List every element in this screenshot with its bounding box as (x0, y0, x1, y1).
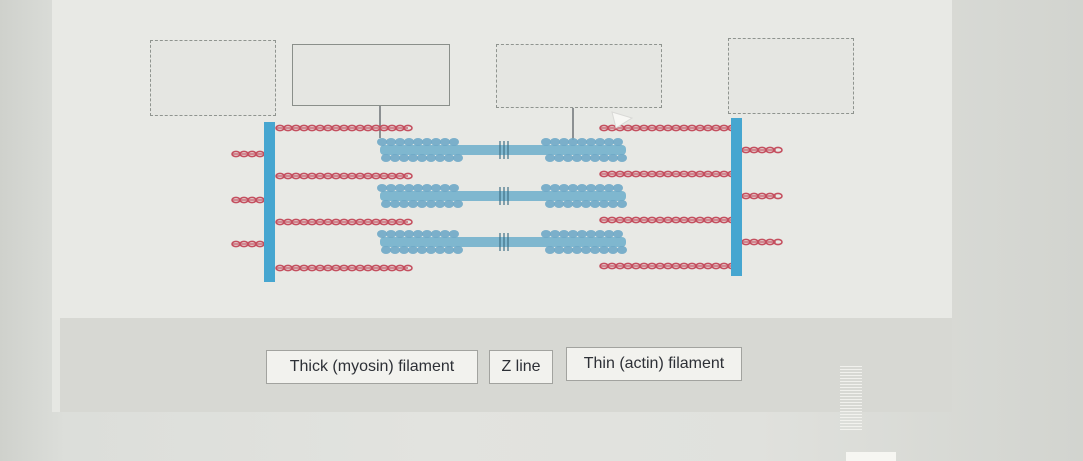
thin-filament-right-2 (599, 170, 737, 178)
thin-filament-right-3 (599, 216, 737, 224)
drop-target-3[interactable] (496, 44, 662, 108)
thin-filament-left-4 (275, 264, 413, 272)
drop-target-2[interactable] (292, 44, 450, 106)
label-chip-thin-filament[interactable]: Thin (actin) filament (566, 347, 742, 381)
thick-filaments (377, 138, 627, 254)
thin-filament-left-1 (275, 124, 413, 132)
thick-filament-3 (377, 230, 627, 254)
thin-filament-right-1 (599, 124, 737, 132)
drop-target-4[interactable] (728, 38, 854, 114)
thin-stub-right-3 (741, 238, 783, 246)
z-line-right (731, 118, 742, 276)
label-chip-z-line[interactable]: Z line (489, 350, 553, 384)
thick-filament-2 (377, 184, 627, 208)
thin-filament-right-4 (599, 262, 737, 270)
thick-filament-1 (377, 138, 627, 162)
ruler-decoration (840, 366, 862, 430)
drop-target-1[interactable] (150, 40, 276, 116)
thin-stub-right-2 (741, 192, 783, 200)
thin-filament-left-3 (275, 218, 413, 226)
glare-decoration (846, 452, 896, 461)
thin-stub-left-2 (231, 196, 265, 204)
label-chip-thick-filament[interactable]: Thick (myosin) filament (266, 350, 478, 384)
thin-filaments (231, 124, 783, 272)
z-line-left (264, 122, 275, 282)
cursor-arrow-icon (611, 111, 634, 129)
thin-stub-left-3 (231, 240, 265, 248)
thin-filament-left-2 (275, 172, 413, 180)
thin-stub-left-1 (231, 150, 265, 158)
thin-stub-right-1 (741, 146, 783, 154)
